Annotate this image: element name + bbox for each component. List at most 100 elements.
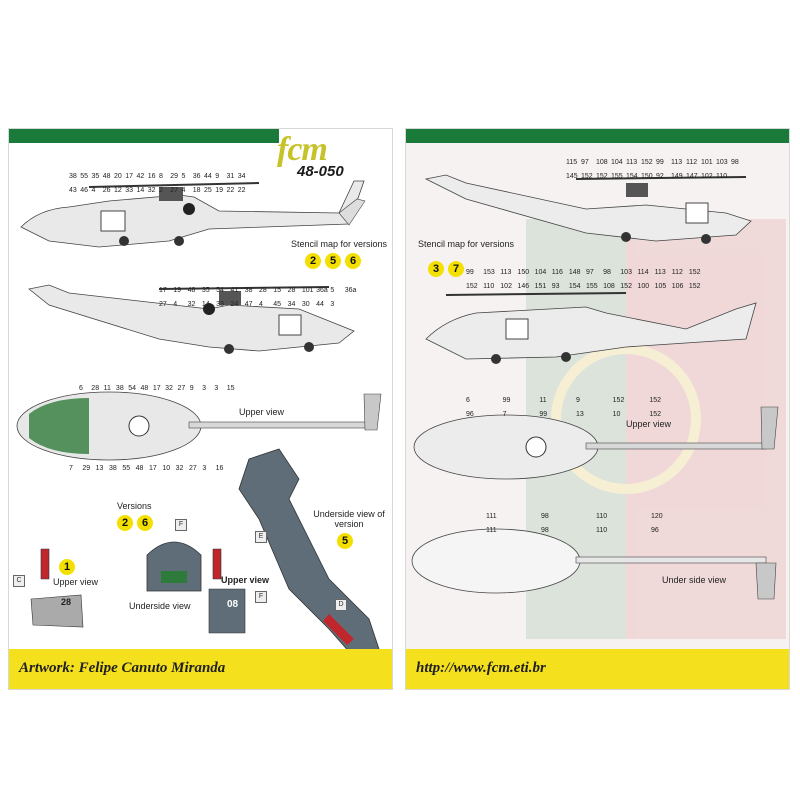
callout-number: 12 (114, 187, 122, 194)
callout-number: 152 (649, 397, 662, 404)
callout-number: 155 (586, 283, 598, 290)
callout-number: 114 (637, 269, 649, 276)
callout-number: 30 (301, 301, 310, 308)
version-badge-5: 5 (325, 253, 341, 269)
callout-number: 19 (173, 287, 182, 294)
callout-number: 10 (162, 465, 171, 472)
callout-number: 98 (731, 159, 739, 166)
left-decal-sheet: fcm 48-050 Stencil map for versions 2 5 … (8, 128, 393, 690)
callout-number: 106 (671, 283, 684, 290)
callout-number: 96 (466, 411, 474, 418)
callout-number: 113 (654, 269, 666, 276)
callout-number: 4 (259, 301, 263, 308)
callout-number: 38 (69, 173, 77, 180)
version-badge-1: 1 (59, 559, 75, 575)
callout-number: 100 (637, 283, 650, 290)
callout-number: 20 (114, 173, 122, 180)
callout-number: 153 (483, 269, 495, 276)
callout-number: 2 (159, 187, 163, 194)
callout-number: 27 (177, 385, 186, 392)
callout-number: 120 (651, 513, 663, 520)
callout-number: 10 (612, 411, 621, 418)
callout-number: 38 (244, 287, 253, 294)
stencil-caption-right: Stencil map for versions (418, 239, 515, 249)
callout-number: 28 (91, 385, 100, 392)
versions-badge-2: 2 (117, 515, 133, 531)
callout-number: 15 (273, 287, 282, 294)
under-side-view-caption: Under side view (662, 575, 727, 585)
callout-number: 7 (502, 411, 507, 418)
portuguese-flag-watermark (526, 219, 786, 639)
callout-number: 28 (287, 287, 296, 294)
callout-number: 113 (626, 159, 638, 166)
callout-number: 96 (651, 527, 659, 534)
logo-code: 48-050 (297, 163, 344, 180)
callout-number: 110 (596, 513, 608, 520)
callout-number: 103 (620, 269, 632, 276)
callout-number: 34 (287, 301, 296, 308)
callout-number: 18 (192, 187, 201, 194)
upper-view-small-caption: Upper view (53, 577, 99, 587)
callout-number: 25 (204, 187, 212, 194)
callout-number: 110 (716, 173, 728, 180)
callout-number: 152 (620, 283, 632, 290)
callout-number: 16 (147, 173, 156, 180)
callout-number: 22 (237, 187, 246, 194)
upper-view-caption-right: Upper view (626, 419, 672, 429)
callout-number: 45 (273, 301, 282, 308)
right-footer: http://www.fcm.eti.br (406, 649, 789, 689)
callout-number: 155 (611, 173, 623, 180)
right-helicopter-upper-view (413, 406, 779, 480)
versions-label: Versions (117, 501, 152, 511)
callout-number: 4 (181, 187, 186, 194)
callout-number: 32 (175, 465, 184, 472)
callout-number: 150 (517, 269, 530, 276)
callout-number: 14 (201, 301, 210, 308)
callout-number: 99 (656, 159, 664, 166)
callout-number: 35 (201, 287, 210, 294)
box-08: 08 (227, 599, 239, 610)
callout-number: 27 (170, 187, 179, 194)
callout-number: 3 (330, 301, 335, 308)
panel-label-f-1: F (175, 519, 187, 531)
callout-number: 54 (128, 385, 137, 392)
callout-number: 152 (466, 283, 478, 290)
upper-view-small-caption-2: Upper view (221, 575, 270, 585)
callout-number: 27 (159, 301, 167, 308)
version-badge-7: 7 (448, 261, 464, 277)
callout-number: 152 (641, 159, 653, 166)
callout-number: 36 (192, 173, 201, 180)
callout-number: 99 (466, 269, 474, 276)
callout-number: 32 (165, 385, 173, 392)
callout-number: 97 (581, 159, 589, 166)
callout-number: 32 (147, 187, 156, 194)
callout-number: 11 (539, 397, 547, 404)
callout-number: 5 (330, 287, 335, 294)
callout-number: 47 (244, 301, 253, 308)
version-badge-3: 3 (428, 261, 444, 277)
callout-number: 111 (486, 527, 497, 534)
callout-number: 152 (688, 269, 701, 276)
callout-number: 101 (701, 159, 713, 166)
callout-number: 151 (534, 283, 547, 290)
artwork-credit: Artwork: Felipe Canuto Miranda (19, 660, 226, 676)
callout-number: 111 (486, 513, 497, 520)
callout-number: 148 (568, 269, 581, 276)
callout-number: 11 (103, 385, 111, 392)
underside-version-badge: 5 (337, 533, 353, 549)
helicopter-left-side-profile (20, 180, 366, 248)
callout-number: 36a (316, 287, 328, 294)
callout-number: 147 (686, 173, 698, 180)
callout-number: 35 (91, 173, 100, 180)
callout-number: 104 (534, 269, 547, 276)
callout-number: 3 (202, 385, 206, 392)
callout-number: 42 (136, 173, 145, 180)
callout-number: 149 (671, 173, 683, 180)
helicopter-upper-view (16, 391, 382, 461)
callout-number: 113 (500, 269, 512, 276)
callout-number: 17 (152, 385, 161, 392)
callout-number: 7 (69, 465, 73, 472)
callout-number: 17 (149, 465, 157, 472)
callout-number: 154 (568, 283, 581, 290)
callout-number: 113 (671, 159, 683, 166)
